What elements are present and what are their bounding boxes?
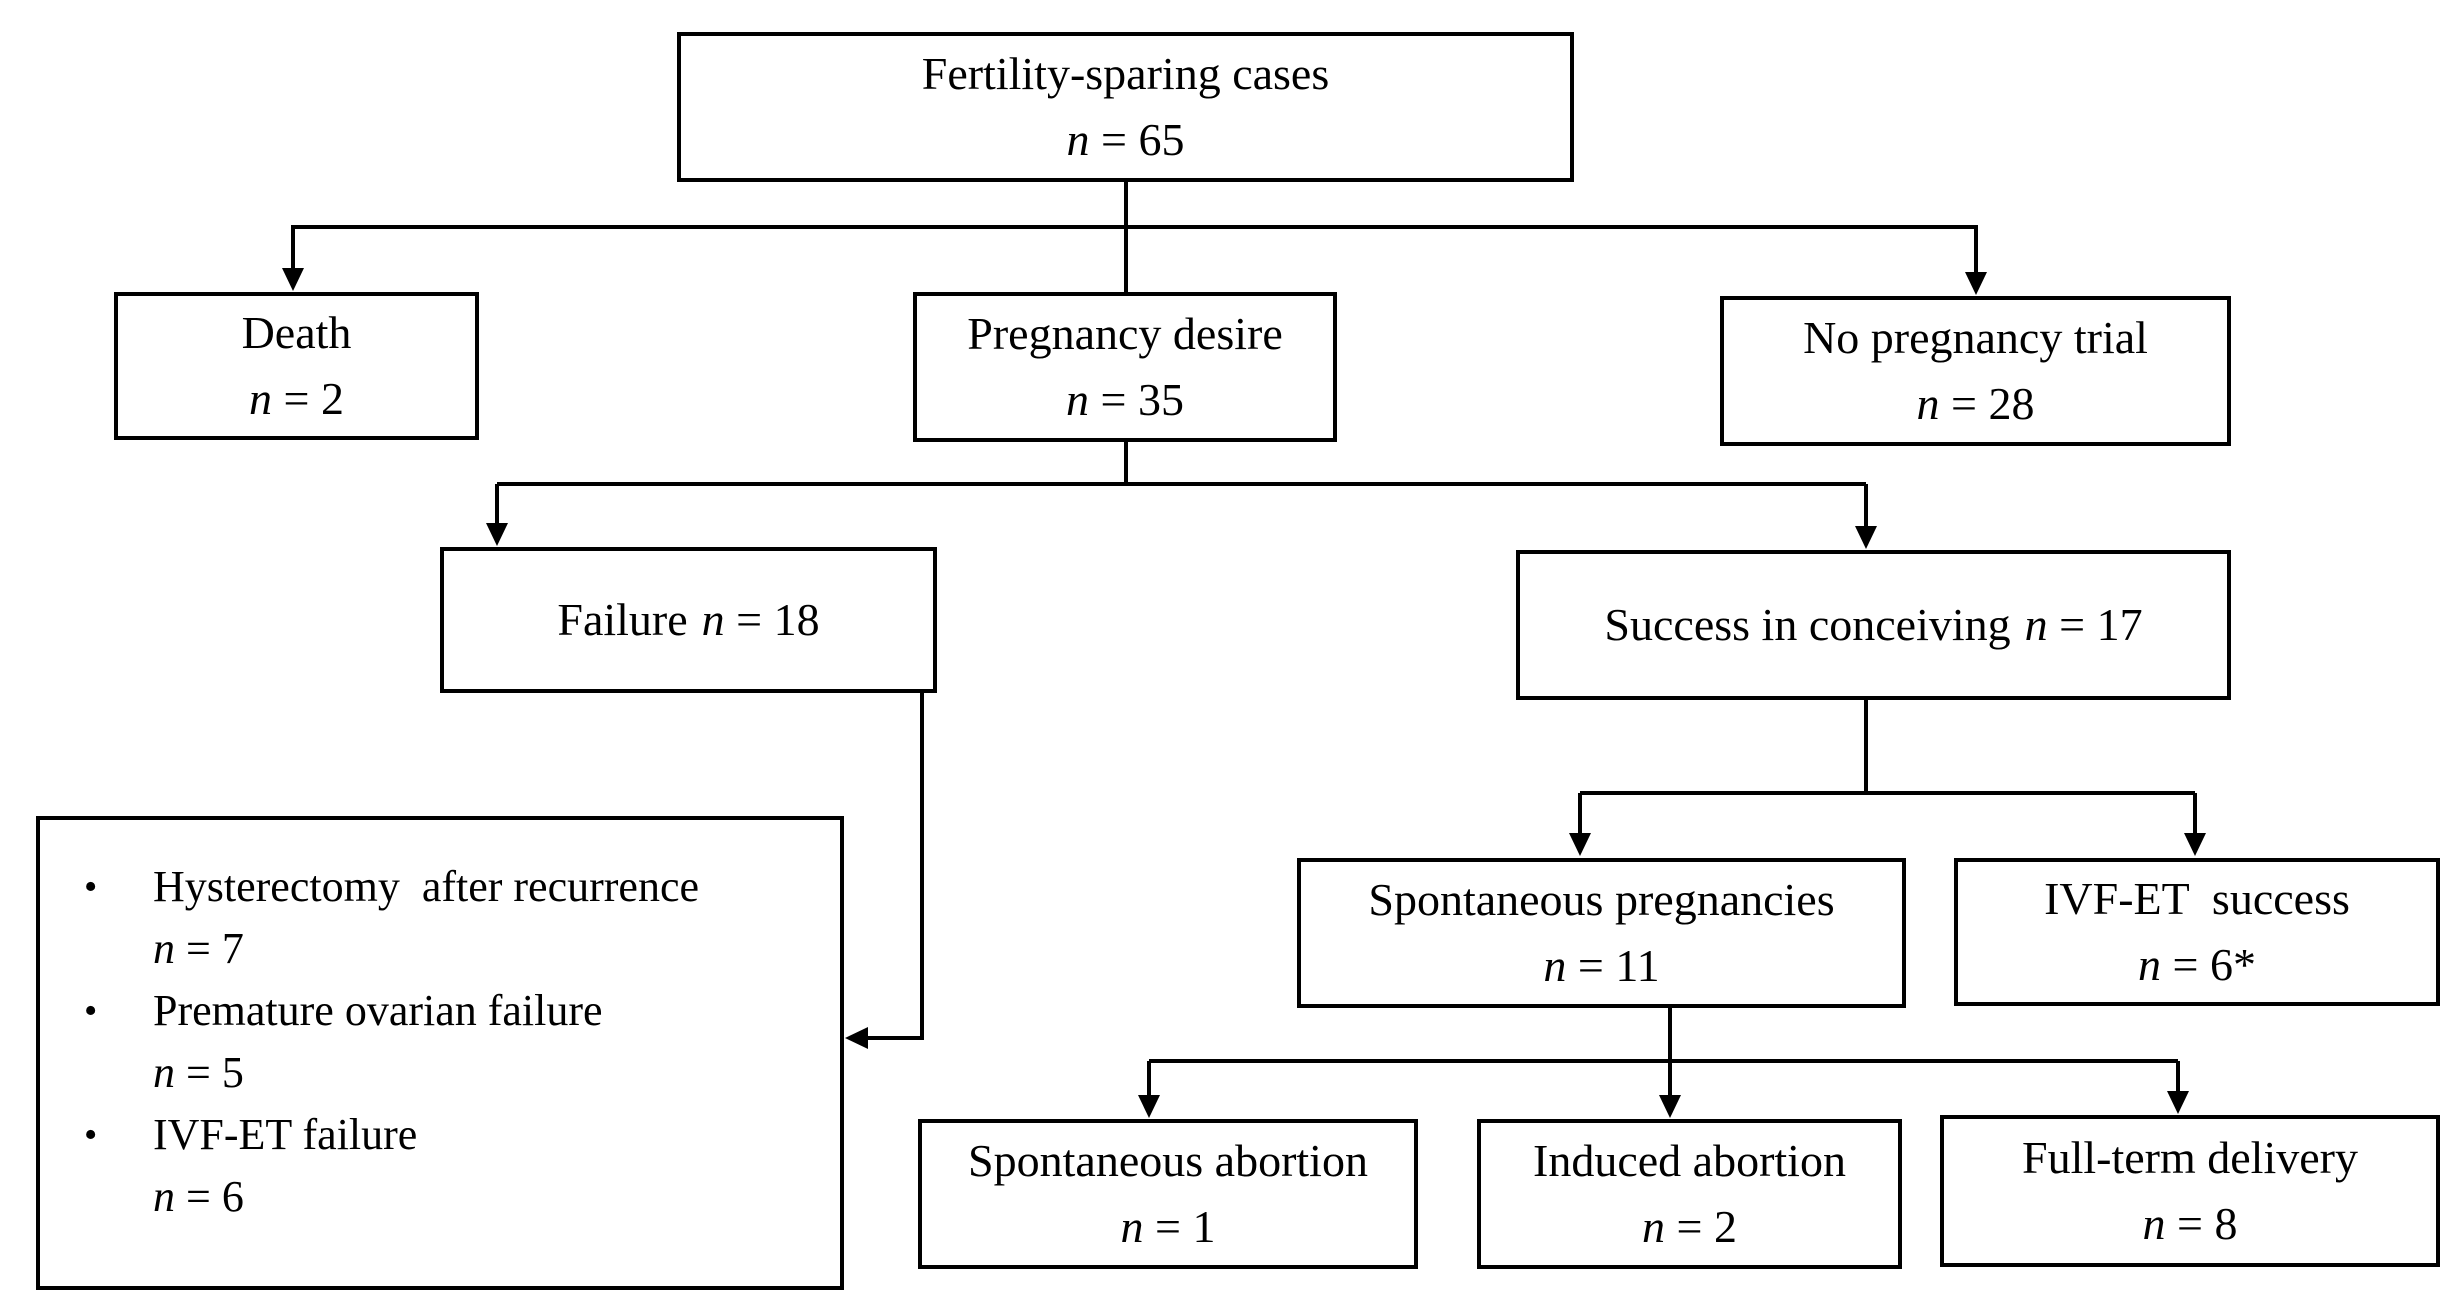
node-count: n = 65 [1066, 114, 1185, 165]
node-count: n = 2 [249, 373, 344, 424]
list-item: • Premature ovarian failure n = 5 [40, 980, 820, 1104]
node-count: n = 28 [1916, 378, 2035, 429]
node-line: Failure n = 18 [557, 587, 819, 653]
node-line: Success in conceiving n = 17 [1604, 592, 2142, 658]
node-label: Spontaneous pregnancies [1368, 874, 1835, 925]
node-label: Full-term delivery [2022, 1132, 2358, 1183]
list-item-label: IVF-ET failure [153, 1110, 418, 1159]
node-induced-abortion: Induced abortion n = 2 [1477, 1119, 1902, 1269]
list-item-count: n = 6 [153, 1172, 244, 1221]
node-pregnancy-desire: Pregnancy desire n = 35 [913, 292, 1337, 442]
list-item-count: n = 7 [153, 924, 244, 973]
node-label: Failure [557, 594, 688, 645]
node-count: n = 18 [701, 594, 820, 645]
node-ivf-et-success: IVF-ET success n = 6* [1954, 858, 2440, 1006]
node-spontaneous-abortion: Spontaneous abortion n = 1 [918, 1119, 1418, 1269]
node-label: Spontaneous abortion [968, 1135, 1368, 1186]
node-label: Death [241, 307, 352, 358]
node-count: n = 8 [2142, 1198, 2238, 1249]
list-item-content: IVF-ET failure n = 6 [153, 1104, 820, 1228]
node-label: Induced abortion [1533, 1135, 1846, 1186]
node-death: Death n = 2 [114, 292, 479, 440]
node-label: Pregnancy desire [967, 308, 1283, 359]
bullet-icon: • [84, 1114, 98, 1156]
node-fertility-sparing-cases: Fertility-sparing cases n = 65 [677, 32, 1574, 182]
node-spontaneous-pregnancies: Spontaneous pregnancies n = 11 [1297, 858, 1906, 1008]
node-count: n = 17 [2024, 599, 2143, 650]
node-success-in-conceiving: Success in conceiving n = 17 [1516, 550, 2231, 700]
node-count: n = 2 [1642, 1201, 1737, 1252]
bullet-icon: • [84, 866, 98, 908]
node-label: Fertility-sparing cases [921, 48, 1330, 99]
list-item-label: Hysterectomy after recurrence [153, 862, 700, 911]
list-item-content: Hysterectomy after recurrence n = 7 [153, 856, 820, 980]
bullet-icon: • [84, 990, 98, 1032]
node-full-term-delivery: Full-term delivery n = 8 [1940, 1115, 2440, 1267]
node-failure: Failure n = 18 [440, 547, 937, 693]
node-no-pregnancy-trial: No pregnancy trial n = 28 [1720, 296, 2231, 446]
node-count: n = 11 [1543, 940, 1660, 991]
node-label: No pregnancy trial [1803, 312, 2148, 363]
list-item-content: Premature ovarian failure n = 5 [153, 980, 820, 1104]
node-count: n = 6* [2138, 939, 2256, 990]
list-item-count: n = 5 [153, 1048, 244, 1097]
node-count: n = 35 [1066, 374, 1184, 425]
node-count: n = 1 [1120, 1201, 1216, 1252]
node-label: IVF-ET success [2044, 873, 2350, 924]
list-item-label: Premature ovarian failure [153, 986, 603, 1035]
list-item: • Hysterectomy after recurrence n = 7 [40, 856, 820, 980]
node-label: Success in conceiving [1604, 599, 2011, 650]
node-failure-details: • Hysterectomy after recurrence n = 7 • … [36, 816, 844, 1290]
list-item: • IVF-ET failure n = 6 [40, 1104, 820, 1228]
